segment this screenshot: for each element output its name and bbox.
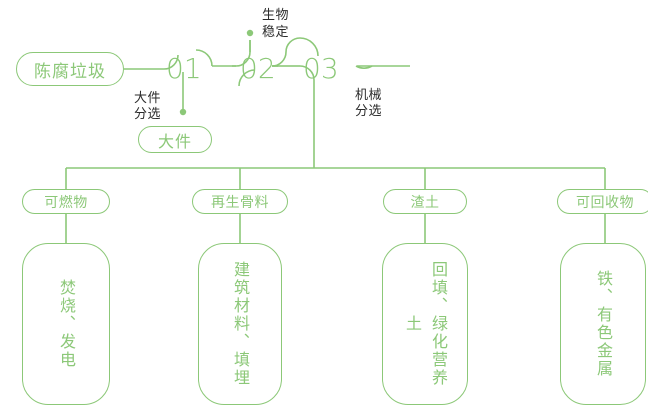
annotation-stage-02-line2: 稳定	[262, 25, 290, 40]
node-outcome-4[interactable]: 铁、有色金属	[560, 243, 646, 405]
stage-number-01[interactable]: 01	[166, 52, 202, 85]
annotation-stage-03-line2: 分选	[355, 104, 383, 119]
outcome-4-text: 铁、有色金属	[594, 270, 613, 378]
annotation-stage-02-line1: 生物	[262, 8, 290, 23]
node-category-3[interactable]: 渣土	[383, 189, 467, 214]
annotation-stage-01-line2: 分选	[134, 107, 162, 122]
outcome-1-text: 焚烧、发电	[57, 279, 76, 369]
node-outcome-3[interactable]: 回填、绿化营养土	[382, 243, 468, 405]
dot-02-branch	[246, 29, 254, 37]
node-category-1[interactable]: 可燃物	[22, 189, 110, 214]
node-root[interactable]: 陈腐垃圾	[16, 52, 124, 86]
node-outcome-2[interactable]: 建筑材料、填埋	[198, 243, 282, 405]
node-category-4[interactable]: 可回收物	[557, 189, 648, 214]
arc-03-right-stub	[355, 65, 373, 69]
annotation-stage-03-line1: 机械	[355, 88, 383, 103]
outcome-2-text: 建筑材料、填埋	[231, 261, 250, 387]
annotation-stage-01-line1: 大件	[134, 91, 162, 106]
stage-number-03[interactable]: 03	[303, 52, 339, 85]
node-category-2[interactable]: 再生骨料	[192, 189, 288, 214]
stage-number-02[interactable]: 02	[240, 52, 276, 85]
outcome-3-text: 回填、绿化营养土	[403, 261, 448, 387]
node-outcome-1[interactable]: 焚烧、发电	[22, 243, 110, 405]
dot-01-branch	[179, 108, 187, 116]
node-output-daijian[interactable]: 大件	[138, 126, 212, 153]
